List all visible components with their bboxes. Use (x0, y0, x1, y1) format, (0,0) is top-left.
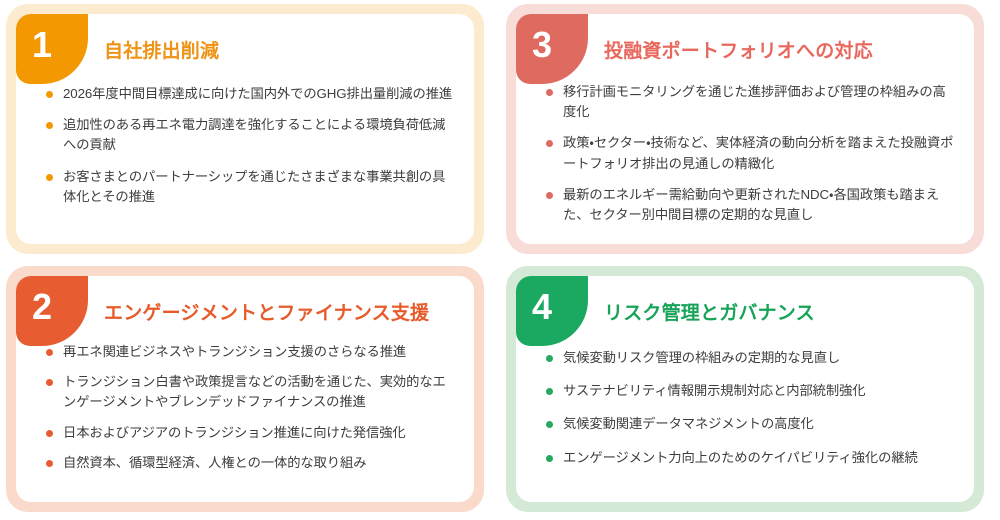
list-item: 移行計画モニタリングを通じた進捗評価および管理の枠組みの高度化 (546, 82, 956, 122)
card-title-1: 自社排出削減 (104, 41, 220, 62)
card-cell-1: 1 自社排出削減 2026年度中間目標達成に向けた国内外でのGHG排出量削減の推… (0, 0, 500, 262)
card-bullet-list-2: 再エネ関連ビジネスやトランジション支援のさらなる推進 トランジション白書や政策提… (46, 342, 456, 483)
card-title-4: リスク管理とガバナンス (604, 303, 815, 324)
list-item: 自然資本、循環型経済、人権との一体的な取り組み (46, 453, 456, 473)
list-item: 日本およびアジアのトランジション推進に向けた発信強化 (46, 423, 456, 443)
card-number-badge-1: 1 (16, 14, 88, 84)
action-card-1: 1 自社排出削減 2026年度中間目標達成に向けた国内外でのGHG排出量削減の推… (6, 4, 484, 254)
list-item: 政策・セクター・技術など、実体経済の動向分析を踏まえた投融資ポートフォリオ排出の… (546, 133, 956, 173)
list-item: 気候変動リスク管理の枠組みの定期的な見直し (546, 348, 956, 368)
card-number-badge-3: 3 (516, 14, 588, 84)
card-body-3: 3 投融資ポートフォリオへの対応 移行計画モニタリングを通じた進捗評価および管理… (516, 14, 974, 244)
list-item: 最新のエネルギー需給動向や更新されたNDC・各国政策も踏まえた、セクター別中間目… (546, 185, 956, 225)
card-body-4: 4 リスク管理とガバナンス 気候変動リスク管理の枠組みの定期的な見直し サステナ… (516, 276, 974, 502)
card-body-1: 1 自社排出削減 2026年度中間目標達成に向けた国内外でのGHG排出量削減の推… (16, 14, 474, 244)
list-item: お客さまとのパートナーシップを通じたさまざまな事業共創の具体化とその推進 (46, 167, 456, 207)
card-title-2: エンゲージメントとファイナンス支援 (104, 303, 430, 324)
card-cell-4: 4 リスク管理とガバナンス 気候変動リスク管理の枠組みの定期的な見直し サステナ… (500, 262, 1000, 520)
card-body-2: 2 エンゲージメントとファイナンス支援 再エネ関連ビジネスやトランジション支援の… (16, 276, 474, 502)
list-item: サステナビリティ情報開示規制対応と内部統制強化 (546, 381, 956, 401)
list-item: エンゲージメント力向上のためのケイパビリティ強化の継続 (546, 448, 956, 468)
card-number-badge-2: 2 (16, 276, 88, 346)
list-item: 再エネ関連ビジネスやトランジション支援のさらなる推進 (46, 342, 456, 362)
action-card-2: 2 エンゲージメントとファイナンス支援 再エネ関連ビジネスやトランジション支援の… (6, 266, 484, 512)
card-bullet-list-1: 2026年度中間目標達成に向けた国内外でのGHG排出量削減の推進 追加性のある再… (46, 84, 456, 218)
action-card-4: 4 リスク管理とガバナンス 気候変動リスク管理の枠組みの定期的な見直し サステナ… (506, 266, 984, 512)
card-title-3: 投融資ポートフォリオへの対応 (604, 41, 873, 62)
card-cell-3: 3 投融資ポートフォリオへの対応 移行計画モニタリングを通じた進捗評価および管理… (500, 0, 1000, 262)
list-item: トランジション白書や政策提言などの活動を通じた、実効的なエンゲージメントやブレン… (46, 372, 456, 412)
card-bullet-list-3: 移行計画モニタリングを通じた進捗評価および管理の枠組みの高度化 政策・セクター・… (546, 82, 956, 236)
list-item: 2026年度中間目標達成に向けた国内外でのGHG排出量削減の推進 (46, 84, 456, 104)
card-bullet-list-4: 気候変動リスク管理の枠組みの定期的な見直し サステナビリティ情報開示規制対応と内… (546, 348, 956, 481)
list-item: 気候変動関連データマネジメントの高度化 (546, 414, 956, 434)
action-card-3: 3 投融資ポートフォリオへの対応 移行計画モニタリングを通じた進捗評価および管理… (506, 4, 984, 254)
card-cell-2: 2 エンゲージメントとファイナンス支援 再エネ関連ビジネスやトランジション支援の… (0, 262, 500, 520)
list-item: 追加性のある再エネ電力調達を強化することによる環境負荷低減への貢献 (46, 115, 456, 155)
card-number-badge-4: 4 (516, 276, 588, 346)
